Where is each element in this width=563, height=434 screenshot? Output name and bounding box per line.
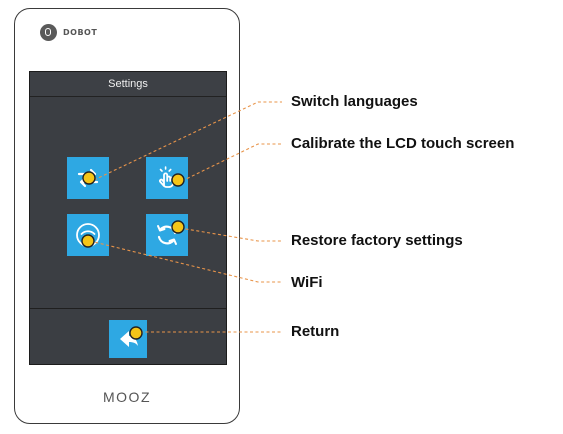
restore-arrows-icon bbox=[157, 225, 177, 245]
restore-factory-button[interactable] bbox=[146, 214, 188, 256]
callout-return: Return bbox=[291, 323, 340, 340]
logo-text: DOBOT bbox=[63, 28, 98, 37]
callout-switch-languages: Switch languages bbox=[291, 93, 418, 110]
back-arrow-icon bbox=[120, 331, 138, 347]
callout-calibrate-touch: Calibrate the LCD touch screen bbox=[291, 135, 515, 152]
switch-languages-button[interactable] bbox=[67, 157, 109, 199]
wifi-button[interactable] bbox=[67, 214, 109, 256]
switch-arrows-icon bbox=[77, 168, 99, 188]
wifi-icon bbox=[76, 223, 100, 247]
dobot-logo-icon bbox=[40, 24, 57, 41]
dobot-logo: DOBOT bbox=[40, 24, 97, 41]
calibrate-touch-button[interactable] bbox=[146, 157, 188, 199]
screen-title: Settings bbox=[30, 72, 226, 97]
brand-label: MOOZ bbox=[103, 389, 151, 405]
callout-restore-factory: Restore factory settings bbox=[291, 232, 463, 249]
return-button[interactable] bbox=[109, 320, 147, 358]
tap-hand-icon bbox=[159, 166, 175, 188]
callout-wifi: WiFi bbox=[291, 274, 323, 291]
